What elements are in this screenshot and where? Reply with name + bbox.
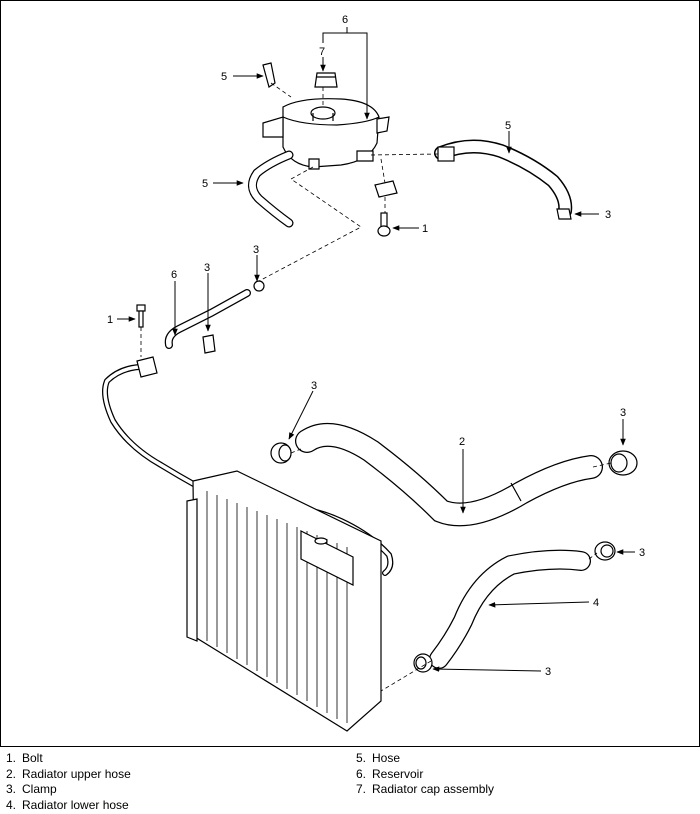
callout-3-upper-hose-left: 3 [311,380,317,392]
legend-label: Clamp [22,782,57,796]
legend-number: 4. [6,797,17,812]
reservoir-small-hose [262,62,276,88]
legend-column-left: 1. Bolt 2. Radiator upper hose 3. Clamp 4. R… [0,751,131,813]
callout-3-lower-hose-bottom: 3 [545,666,551,678]
legend-number: 6. [356,766,367,781]
callout-4-lower-hose: 4 [593,597,599,609]
callout-3-mid-small: 3 [253,244,259,256]
legend-label: Reservoir [372,766,424,781]
legend-item: 5. Hose [350,751,494,767]
legend-item: 6. Reservoir [350,767,494,783]
bolt-upper [377,212,391,237]
legend-number: 5. [356,751,367,765]
cooling-system-diagram: 6 7 5 5 5 3 1 3 6 3 1 3 3 2 3 4 3 [102,14,645,732]
legend-column-right: 5. Hose 6. Reservoir 7. Radiator cap assemb… [350,751,494,798]
clamp-small-mid [253,280,265,292]
callout-3-upper-hose-right: 3 [620,407,626,419]
clamp-pipe [202,334,216,354]
legend-label: Radiator upper hose [22,766,131,781]
legend-item: 2. Radiator upper hose [0,767,131,783]
radiator-cap [314,72,338,88]
legend-number: 2. [6,766,17,781]
diagram-frame: 6 7 5 5 5 3 1 3 6 3 1 3 3 2 3 4 3 [0,0,700,747]
legend-item: 4. Radiator lower hose [0,798,131,814]
legend-item: 1. Bolt [0,751,131,767]
reservoir [262,98,390,170]
callout-6-reservoir: 6 [342,14,348,26]
legend-label: Radiator lower hose [22,797,129,812]
legend-label: Bolt [22,751,43,765]
callout-3-lower-hose-top: 3 [639,547,645,559]
radiator [186,470,382,732]
legend-item: 3. Clamp [0,782,131,798]
clamp-lower-hose-top [594,541,616,561]
clamp-upper-hose-left [270,442,292,464]
callout-3-pipe: 3 [204,262,210,274]
callout-6-pipe: 6 [171,269,177,281]
clamp-upper-hose-right [608,450,638,476]
bolt-left [136,304,146,328]
callout-5-top-right: 5 [505,120,511,132]
reservoir-bracket [374,180,398,198]
callout-2-upper-hose: 2 [459,436,465,448]
line-bracket [136,356,158,378]
callout-lines [117,27,635,672]
callout-1-upper: 1 [422,223,428,235]
clamp-lower-hose-bottom [413,653,433,673]
parts-legend: 1. Bolt 2. Radiator upper hose 3. Clamp 4. R… [0,748,700,814]
callout-5-top-left: 5 [221,71,227,83]
legend-label: Hose [372,751,401,765]
callout-7-cap: 7 [319,46,325,58]
legend-number: 7. [356,782,367,796]
callout-3-right-upper: 3 [605,209,611,221]
legend-label: Radiator cap assembly [372,782,495,796]
alignment-lines [140,82,612,692]
legend-number: 1. [6,751,17,765]
clamp-hose-5-right [556,208,572,220]
legend-item: 7. Radiator cap assembly [350,782,494,798]
legend-number: 3. [6,782,17,796]
callout-5-left-mid: 5 [202,178,208,190]
callout-1-left: 1 [107,314,113,326]
